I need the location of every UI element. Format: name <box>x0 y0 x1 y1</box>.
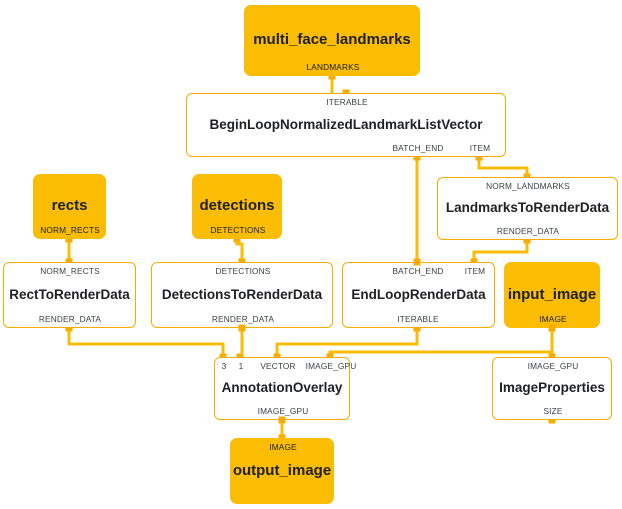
port-label: IMAGE_GPU <box>305 361 357 371</box>
node-title: AnnotationOverlay <box>221 380 343 396</box>
graph-node-EndLoopRenderData[interactable]: EndLoopRenderData BATCH_END ITEM ITERABLE <box>342 262 495 328</box>
node-title: LandmarksToRenderData <box>445 200 610 216</box>
input-port-image[interactable]: IMAGE <box>269 442 297 452</box>
output-port-render_data[interactable]: RENDER_DATA <box>211 313 275 324</box>
port-label: RENDER_DATA <box>496 225 560 236</box>
output-port-iterable[interactable]: ITERABLE <box>397 313 439 324</box>
input-port-batch_end[interactable]: BATCH_END <box>392 266 444 276</box>
port-label: ITERABLE <box>326 97 368 107</box>
port-nub-icon <box>413 324 421 332</box>
graph-node-DetectionsToRenderData[interactable]: DetectionsToRenderData DETECTIONS RENDER_D… <box>151 262 333 328</box>
graph-edge <box>477 157 529 177</box>
graph-edge <box>275 328 419 357</box>
output-port-size[interactable]: SIZE <box>543 405 563 416</box>
graph-node-output_image[interactable]: output_image IMAGE <box>230 438 334 504</box>
node-title: ImageProperties <box>499 380 605 396</box>
input-port-norm_landmarks[interactable]: NORM_LANDMARKS <box>486 181 570 191</box>
port-label: ITEM <box>469 142 491 153</box>
port-nub-icon <box>523 236 531 244</box>
output-port-norm_rects[interactable]: NORM_RECTS <box>40 224 100 235</box>
port-nub-icon <box>65 324 73 332</box>
port-label: RENDER_DATA <box>211 313 275 324</box>
graph-node-RectToRenderData[interactable]: RectToRenderData NORM_RECTS RENDER_DATA <box>3 262 136 328</box>
edge-junction-icon <box>413 258 421 266</box>
port-nub-icon <box>65 235 73 243</box>
output-port-render_data[interactable]: RENDER_DATA <box>496 225 560 236</box>
graph-node-LandmarksToRenderData[interactable]: LandmarksToRenderData NORM_LANDMARKS RENDE… <box>437 177 618 240</box>
port-nub-icon <box>328 72 336 80</box>
port-nub-icon <box>548 416 556 424</box>
port-nub-icon <box>413 153 421 161</box>
port-label: VECTOR <box>260 361 296 371</box>
input-port-iterable[interactable]: ITERABLE <box>326 97 368 107</box>
port-label: NORM_RECTS <box>40 266 100 276</box>
port-label: SIZE <box>543 405 563 416</box>
port-label: BATCH_END <box>392 266 444 276</box>
output-port-item[interactable]: ITEM <box>469 142 491 153</box>
node-title: BeginLoopNormalizedLandmarkListVector <box>209 116 483 132</box>
port-label: ITERABLE <box>397 313 439 324</box>
port-label: BATCH_END <box>392 142 444 153</box>
node-title: rects <box>51 197 88 215</box>
input-port-detections[interactable]: DETECTIONS <box>215 266 271 276</box>
port-label: 3 <box>221 361 227 371</box>
port-label: NORM_RECTS <box>40 224 100 235</box>
graph-edge <box>472 240 529 262</box>
output-port-detections[interactable]: DETECTIONS <box>210 224 266 235</box>
input-port-item[interactable]: ITEM <box>464 266 486 276</box>
port-label: RENDER_DATA <box>38 313 102 324</box>
graph-edge <box>67 328 225 357</box>
node-title: input_image <box>507 285 597 303</box>
port-label: IMAGE <box>539 313 567 324</box>
port-label: ITEM <box>464 266 486 276</box>
port-label: DETECTIONS <box>215 266 271 276</box>
node-title: DetectionsToRenderData <box>161 286 323 302</box>
edge-junction-icon <box>278 416 286 424</box>
port-label: IMAGE <box>269 442 297 452</box>
port-label: DETECTIONS <box>210 224 266 235</box>
port-label: IMAGE_GPU <box>257 405 309 416</box>
port-label: NORM_LANDMARKS <box>486 181 570 191</box>
edge-junction-icon <box>238 324 246 332</box>
input-port-image_gpu[interactable]: IMAGE_GPU <box>305 361 357 371</box>
input-port-1[interactable]: 1 <box>238 361 244 371</box>
port-label: LANDMARKS <box>306 61 360 72</box>
node-title: detections <box>199 197 275 215</box>
port-label: 1 <box>238 361 244 371</box>
port-nub-icon <box>233 235 241 243</box>
node-title: multi_face_landmarks <box>253 31 411 49</box>
graph-edge <box>328 328 554 357</box>
graph-node-ImageProperties[interactable]: ImageProperties IMAGE_GPU SIZE <box>492 357 612 420</box>
graph-node-AnnotationOverlay[interactable]: AnnotationOverlay 3 1 VECTOR IMAGE_GPU IMAGE_… <box>214 357 356 420</box>
output-port-image_gpu[interactable]: IMAGE_GPU <box>257 405 309 416</box>
input-port-norm_rects[interactable]: NORM_RECTS <box>40 266 100 276</box>
input-port-3[interactable]: 3 <box>221 361 227 371</box>
node-title: RectToRenderData <box>9 286 130 302</box>
port-label: IMAGE_GPU <box>527 361 579 371</box>
port-nub-icon <box>475 153 483 161</box>
output-port-image[interactable]: IMAGE <box>539 313 567 324</box>
input-port-vector[interactable]: VECTOR <box>260 361 296 371</box>
input-port-image_gpu[interactable]: IMAGE_GPU <box>527 361 579 371</box>
node-title: EndLoopRenderData <box>351 286 486 302</box>
node-title: output_image <box>232 461 332 479</box>
output-port-render_data[interactable]: RENDER_DATA <box>38 313 102 324</box>
output-port-batch_end[interactable]: BATCH_END <box>392 142 444 153</box>
edge-junction-icon <box>548 324 556 332</box>
output-port-landmarks[interactable]: LANDMARKS <box>306 61 360 72</box>
